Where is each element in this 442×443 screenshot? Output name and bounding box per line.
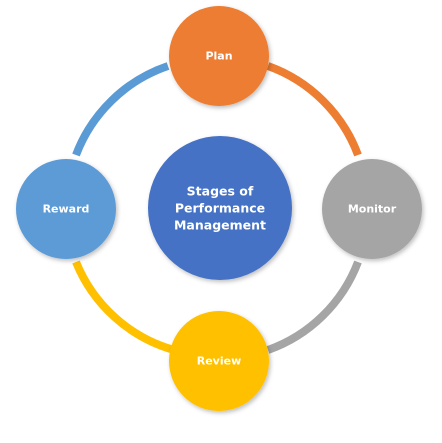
arc-reward-to-plan (72, 62, 170, 157)
center-title: Stages of Performance Management (174, 183, 266, 234)
arc-plan-to-monitor (266, 62, 362, 157)
node-review-label: Review (196, 354, 242, 368)
node-reward (16, 159, 116, 259)
node-plan (169, 6, 269, 106)
node-plan-label: Plan (205, 49, 233, 63)
node-review (169, 311, 269, 411)
node-reward-label: Reward (42, 202, 90, 216)
node-monitor-label: Monitor (347, 202, 397, 216)
center-title-line-3: Management (173, 217, 267, 233)
center-title-line-2: Performance (174, 200, 266, 216)
node-monitor (322, 159, 422, 259)
center-circle (148, 136, 292, 280)
center-title-line-1: Stages of (186, 183, 254, 199)
arc-review-to-reward (72, 260, 176, 354)
arc-monitor-to-review (266, 260, 362, 354)
